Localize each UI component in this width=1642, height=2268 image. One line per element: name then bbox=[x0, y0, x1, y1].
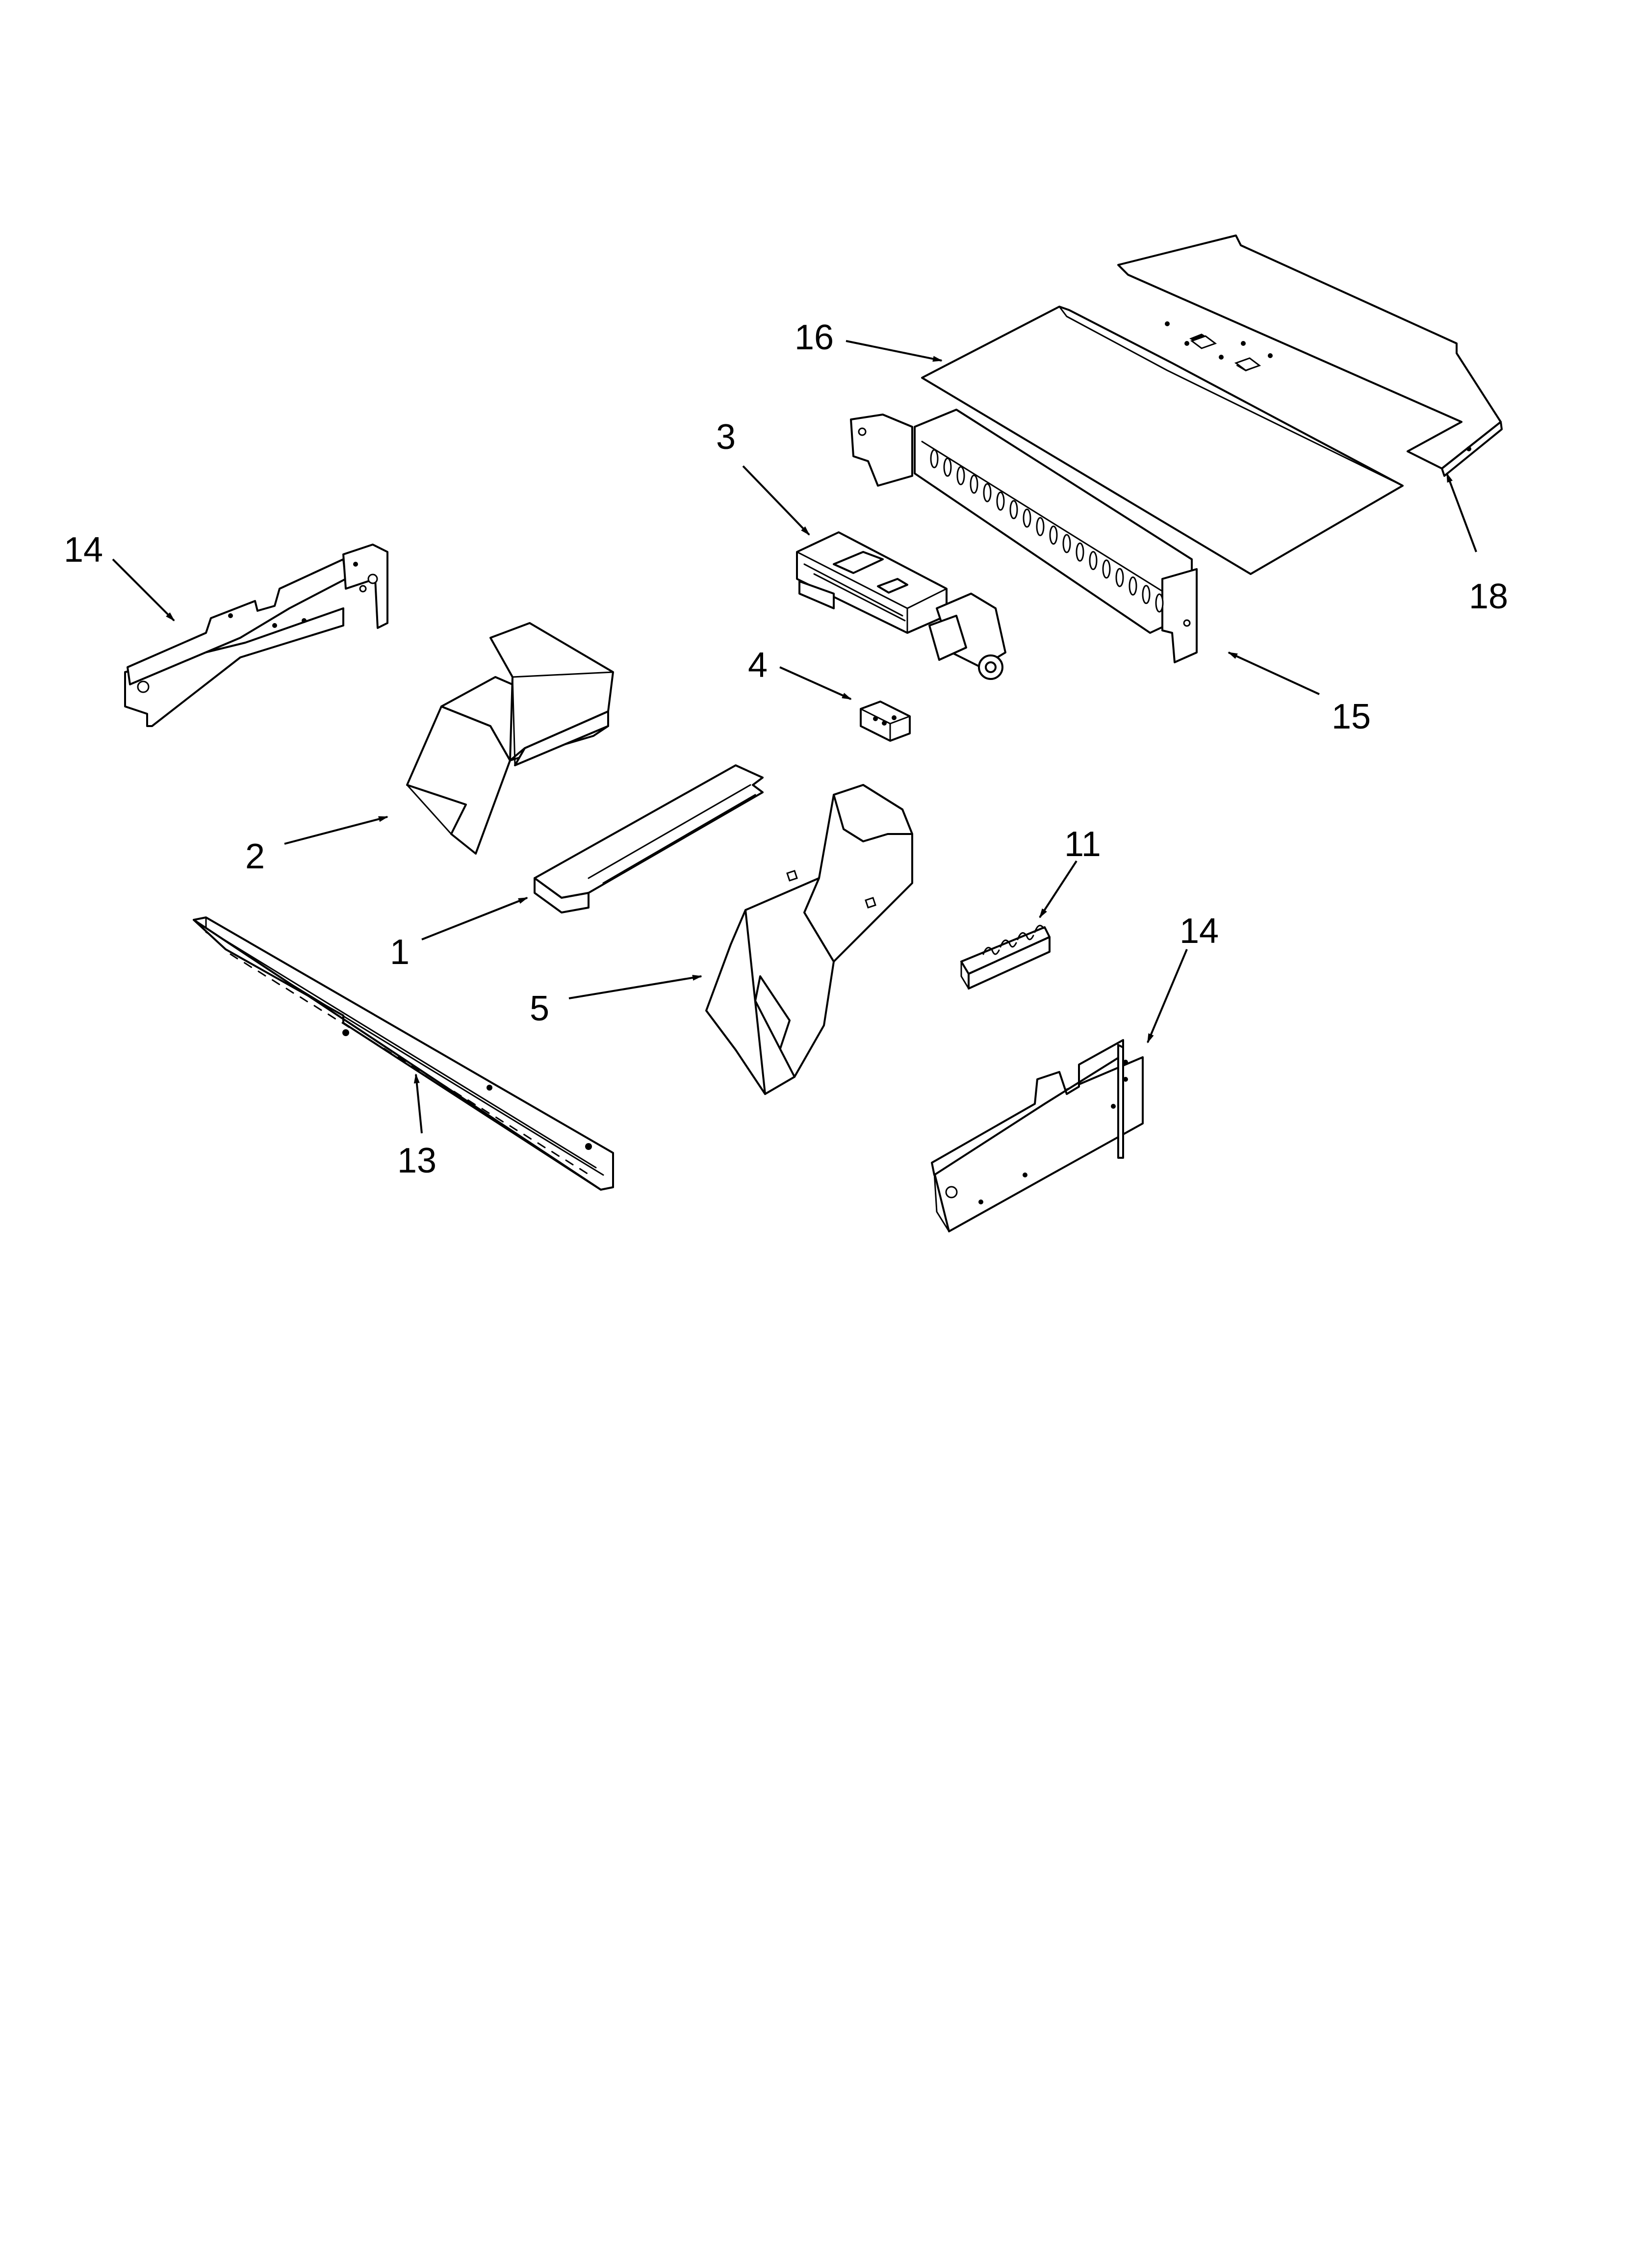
leader-2 bbox=[284, 816, 388, 845]
leader-13 bbox=[413, 1073, 423, 1134]
vent-slot bbox=[1009, 500, 1018, 520]
vent-slot bbox=[1049, 525, 1058, 545]
rail-slot bbox=[495, 1117, 504, 1122]
callout-2: 2 bbox=[245, 837, 265, 876]
leader-1 bbox=[421, 897, 528, 940]
rail-slot bbox=[244, 962, 252, 968]
part-14-right-bracket bbox=[931, 1039, 1144, 1232]
leader-14-left bbox=[112, 558, 175, 622]
part-3-thermostat-assembly bbox=[796, 531, 1006, 680]
leader-16 bbox=[846, 340, 943, 362]
rail-slot bbox=[356, 1031, 364, 1037]
callout-11: 11 bbox=[1064, 825, 1101, 864]
callout-5: 5 bbox=[530, 989, 549, 1028]
rail-slot bbox=[579, 1168, 588, 1174]
rail-slot bbox=[509, 1125, 518, 1131]
vent-slots bbox=[930, 449, 1164, 613]
part-16-top-cover bbox=[921, 306, 1404, 575]
vent-slot bbox=[1023, 508, 1031, 528]
rail-slot bbox=[523, 1134, 532, 1140]
vent-slot bbox=[983, 483, 992, 502]
rail-slot bbox=[411, 1065, 420, 1071]
rail-slot bbox=[537, 1142, 546, 1148]
callout-1: 1 bbox=[390, 933, 410, 972]
callout-16: 16 bbox=[795, 318, 834, 357]
rail-slot bbox=[313, 1005, 322, 1011]
part-14-left-bracket bbox=[124, 544, 388, 727]
leader-18 bbox=[1446, 472, 1477, 552]
leader-15 bbox=[1228, 652, 1320, 695]
callout-15: 15 bbox=[1332, 697, 1371, 736]
callout-13: 13 bbox=[397, 1141, 436, 1180]
rail-slot bbox=[341, 1022, 350, 1028]
part-13-front-rail bbox=[193, 916, 614, 1191]
rail-slot bbox=[453, 1091, 462, 1097]
leader-14-right bbox=[1147, 949, 1188, 1043]
rail-slot bbox=[384, 1048, 392, 1054]
vent-slot bbox=[943, 457, 952, 477]
rail-slot bbox=[272, 979, 280, 985]
vent-slot bbox=[1129, 576, 1137, 596]
rail-slot bbox=[481, 1108, 490, 1114]
callout-18: 18 bbox=[1469, 577, 1508, 616]
part-11-wire-clip bbox=[960, 925, 1051, 990]
leader-11 bbox=[1039, 860, 1078, 918]
rail-slot bbox=[439, 1082, 448, 1088]
callout-4: 4 bbox=[748, 646, 768, 685]
vent-slot bbox=[1076, 542, 1084, 562]
part-1-element-strip bbox=[534, 764, 764, 913]
rail-slot bbox=[551, 1151, 560, 1157]
vent-slot bbox=[1155, 593, 1164, 613]
callout-3: 3 bbox=[716, 417, 736, 457]
rail-slot bbox=[397, 1056, 406, 1063]
vent-slot bbox=[970, 474, 978, 494]
rail-slot bbox=[565, 1159, 574, 1166]
part-15-vent-rail bbox=[850, 409, 1198, 663]
vent-slot bbox=[1036, 517, 1045, 536]
vent-slot bbox=[956, 466, 965, 486]
vent-slot bbox=[1142, 585, 1151, 604]
callout-14-left: 14 bbox=[64, 530, 103, 570]
part-2-air-duct bbox=[406, 622, 614, 855]
vent-slot bbox=[1089, 551, 1098, 571]
rail-slot bbox=[230, 953, 238, 960]
rail-slot bbox=[257, 970, 266, 977]
part-5-deflector bbox=[705, 784, 913, 1095]
vent-slot bbox=[1102, 559, 1111, 579]
leader-lines bbox=[112, 340, 1477, 1134]
callout-labels: 16 18 3 14 4 15 11 14 2 1 5 13 bbox=[64, 318, 1508, 1180]
leader-5 bbox=[568, 975, 702, 999]
vent-slot bbox=[996, 492, 1005, 511]
rail-slot bbox=[300, 996, 308, 1002]
vent-slot bbox=[1115, 568, 1124, 587]
callout-14-right: 14 bbox=[1180, 912, 1219, 951]
rail-slot bbox=[425, 1073, 434, 1080]
rail-slots bbox=[230, 953, 588, 1174]
rail-slot bbox=[467, 1099, 476, 1105]
vent-slot bbox=[930, 449, 939, 469]
leader-4 bbox=[779, 666, 852, 700]
rail-slot bbox=[369, 1039, 378, 1045]
rail-slot bbox=[328, 1014, 336, 1019]
part-4-terminal-block bbox=[860, 701, 911, 742]
leader-3 bbox=[742, 465, 810, 536]
rail-slot bbox=[285, 988, 294, 994]
vent-slot bbox=[1062, 534, 1071, 553]
